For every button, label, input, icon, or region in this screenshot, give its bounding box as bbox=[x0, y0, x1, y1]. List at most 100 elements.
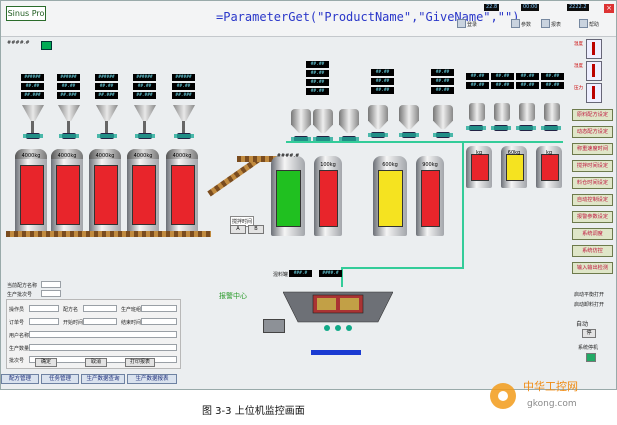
screen-code: ####.# bbox=[7, 40, 30, 46]
pipe-top bbox=[286, 141, 466, 143]
instrument-reading: ##.## bbox=[541, 82, 564, 89]
pipe-vertical bbox=[462, 141, 464, 269]
valve-icon[interactable] bbox=[174, 133, 194, 139]
gauge-label: 湿度 bbox=[574, 64, 583, 69]
sidebar-button[interactable]: 输入输出检测 bbox=[572, 262, 613, 274]
valve-icon[interactable] bbox=[399, 132, 419, 138]
form-button[interactable]: 确定 bbox=[35, 358, 57, 367]
small-feeder-tank bbox=[544, 103, 560, 121]
report-icon[interactable] bbox=[541, 19, 550, 28]
bottom-tab[interactable]: 生产数据查询 bbox=[81, 374, 125, 384]
valve-icon[interactable] bbox=[135, 133, 155, 139]
silo-weight: 4000kg bbox=[133, 153, 153, 159]
toolbar-label-report: 报表 bbox=[551, 22, 562, 28]
bottom-tab[interactable]: 生产数据报表 bbox=[127, 374, 177, 384]
form-field-input[interactable] bbox=[141, 318, 177, 325]
sidebar-button[interactable]: 系统仿控 bbox=[572, 245, 613, 257]
stop-button[interactable]: 停 bbox=[582, 329, 596, 338]
status-lamp bbox=[586, 353, 596, 362]
dosing-weight: kg bbox=[475, 150, 483, 156]
valve-icon[interactable] bbox=[368, 132, 388, 138]
hopper-neck bbox=[67, 121, 70, 133]
silo-reading: ##.### bbox=[95, 92, 118, 99]
sidebar-button[interactable]: 搅拌时间设定 bbox=[572, 160, 613, 172]
valve-icon[interactable] bbox=[97, 133, 117, 139]
form-field-label: 订单号 bbox=[9, 320, 25, 326]
sidebar-button[interactable]: 称重速度时间 bbox=[572, 143, 613, 155]
sidebar-button[interactable]: 原料配方设定 bbox=[572, 109, 613, 121]
scada-label: 报警中心 bbox=[219, 292, 247, 300]
instrument-reading: ##.## bbox=[491, 82, 514, 89]
bottom-tab[interactable]: 配方管理 bbox=[1, 374, 39, 384]
thermometer-icon bbox=[586, 61, 602, 81]
mixer-reading-1: ###.# bbox=[289, 270, 312, 277]
monitor-icon[interactable] bbox=[41, 41, 52, 50]
sidebar-button[interactable]: 自动控制设定 bbox=[572, 194, 613, 206]
silo-reading: ###### bbox=[57, 74, 80, 81]
silo-reading: ##.### bbox=[133, 92, 156, 99]
valve-icon[interactable] bbox=[466, 125, 486, 131]
form-button[interactable]: 打印报表 bbox=[125, 358, 155, 367]
silo-fill-level bbox=[132, 165, 156, 225]
feeder-tank bbox=[291, 109, 311, 133]
instrument-reading: ##.## bbox=[306, 61, 329, 68]
valve-icon[interactable] bbox=[491, 125, 511, 131]
form-field-input[interactable] bbox=[83, 318, 117, 325]
silo-reading: ##.### bbox=[57, 92, 80, 99]
help-icon[interactable] bbox=[579, 19, 588, 28]
instrument-reading: ##.## bbox=[431, 87, 454, 94]
valve-icon[interactable] bbox=[23, 133, 43, 139]
form-field-input[interactable] bbox=[83, 305, 117, 312]
form-field-input[interactable] bbox=[29, 305, 59, 312]
sidebar-button[interactable]: 动态配方设定 bbox=[572, 126, 613, 138]
valve-icon[interactable] bbox=[313, 136, 333, 142]
form-field-label: 操作员 bbox=[9, 307, 25, 313]
instrument-reading: ##.## bbox=[516, 82, 539, 89]
form-field-input[interactable] bbox=[29, 344, 177, 351]
toolbar-field-3: 2222.2 bbox=[567, 4, 589, 11]
product-name-formula: =ParameterGet("ProductName","GiveName","… bbox=[216, 10, 520, 24]
form-field-input[interactable] bbox=[29, 318, 59, 325]
silo-weight: 4000kg bbox=[21, 153, 41, 159]
pipe-mixer-drop bbox=[341, 267, 343, 287]
silo-fill-level bbox=[56, 165, 80, 225]
hopper-neck bbox=[105, 121, 108, 133]
small-btn-a[interactable]: A bbox=[230, 225, 246, 234]
watermark-logo: 中华工控网 gkong.com bbox=[490, 379, 578, 409]
form-field-input[interactable] bbox=[141, 305, 177, 312]
silo-weight: 4000kg bbox=[95, 153, 115, 159]
instrument-reading: ##.## bbox=[431, 78, 454, 85]
valve-icon[interactable] bbox=[291, 136, 311, 142]
form-button[interactable]: 取消 bbox=[85, 358, 107, 367]
silo-bin bbox=[166, 149, 198, 235]
login-icon[interactable] bbox=[457, 19, 466, 28]
batch-number-input[interactable] bbox=[41, 290, 61, 297]
motor-icon bbox=[263, 319, 285, 333]
valve-icon[interactable] bbox=[541, 125, 561, 131]
feeder-tank bbox=[313, 109, 333, 133]
feeder-tank bbox=[433, 105, 453, 129]
close-button[interactable]: × bbox=[604, 4, 614, 13]
valve-icon[interactable] bbox=[433, 132, 453, 138]
bottom-tab[interactable]: 任务管理 bbox=[41, 374, 79, 384]
mixer-reading-2: ####.# bbox=[319, 270, 342, 277]
form-field-label: 用户名称 bbox=[9, 333, 30, 339]
app-logo: Sinus Pro bbox=[6, 6, 46, 21]
feeder-tank bbox=[339, 109, 359, 133]
incline-conveyor bbox=[207, 155, 262, 197]
sidebar-button[interactable]: 系统调度 bbox=[572, 228, 613, 240]
sidebar-button[interactable]: 报警参数设定 bbox=[572, 211, 613, 223]
figure-caption: 图 3-3 上位机监控画面 bbox=[202, 406, 305, 417]
valve-icon[interactable] bbox=[59, 133, 79, 139]
sidebar-button[interactable]: 料仓时间设定 bbox=[572, 177, 613, 189]
small-btn-b[interactable]: B bbox=[248, 225, 264, 234]
hopper-neck bbox=[182, 121, 185, 133]
valve-icon[interactable] bbox=[516, 125, 536, 131]
mixer-machine bbox=[283, 291, 393, 331]
form-field-input[interactable] bbox=[29, 331, 177, 338]
params-icon[interactable] bbox=[511, 19, 520, 28]
recipe-name-input[interactable] bbox=[41, 281, 61, 288]
hopper-icon bbox=[96, 105, 118, 121]
form-field-label: 生产数量 bbox=[9, 346, 30, 352]
valve-icon[interactable] bbox=[339, 136, 359, 142]
